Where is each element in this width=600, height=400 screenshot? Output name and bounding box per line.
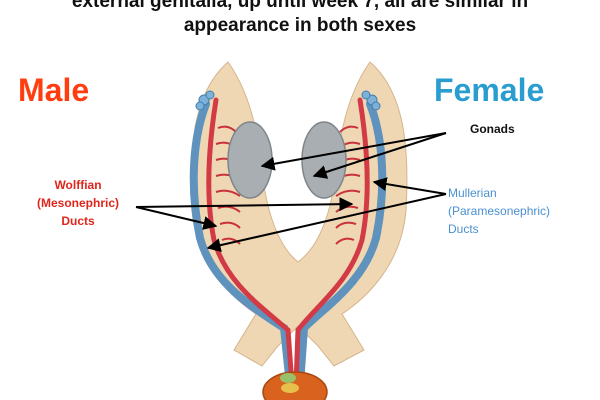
title-line-1: external genitalia, up until week 7, all… bbox=[71, 0, 529, 12]
arrow-gonad-left bbox=[260, 132, 447, 171]
wolffian-label-line-1: Wolffian bbox=[54, 178, 102, 192]
arrow-wolffian-left bbox=[135, 206, 218, 230]
sinus-spot-yellow bbox=[281, 383, 299, 393]
mullerian-duct-left bbox=[189, 100, 294, 389]
title-line-2: appearance in both sexes bbox=[183, 15, 417, 36]
arrow-mullerian-left bbox=[206, 193, 447, 253]
wolffian-duct-right bbox=[293, 97, 370, 388]
pointer-arrows bbox=[135, 132, 447, 253]
mullerian-label-line-3: Ducts bbox=[448, 222, 479, 236]
gonads-label: Gonads bbox=[470, 122, 515, 136]
mullerian-label-line-1: Mullerian bbox=[448, 186, 497, 200]
wolffian-label: Wolffian (Mesonephric) Ducts bbox=[18, 176, 138, 230]
arrow-wolffian-right bbox=[135, 197, 354, 212]
gonad-right bbox=[301, 121, 347, 199]
mullerian-label: Mullerian (Paramesonephric) Ducts bbox=[448, 184, 550, 238]
fimbriae-left bbox=[195, 90, 215, 111]
fimbriae-right bbox=[361, 90, 381, 111]
wolffian-label-line-3: Ducts bbox=[61, 214, 95, 228]
gonad-left bbox=[227, 121, 273, 199]
female-label: Female bbox=[434, 72, 545, 108]
arrow-mullerian-right bbox=[372, 177, 447, 195]
arrow-gonad-right bbox=[312, 132, 447, 179]
sinus-spot-green bbox=[280, 373, 296, 383]
male-label: Male bbox=[18, 72, 90, 108]
wolffian-label-line-2: (Mesonephric) bbox=[36, 196, 119, 210]
mullerian-label-line-2: (Paramesonephric) bbox=[448, 204, 551, 218]
mullerian-duct-right bbox=[296, 100, 387, 389]
